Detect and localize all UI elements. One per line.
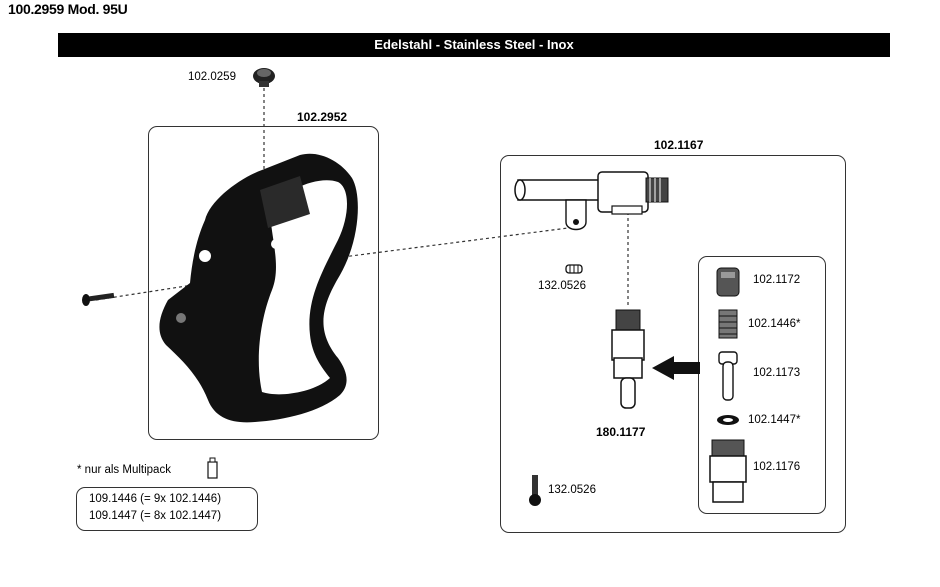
valve-insert-icon xyxy=(611,309,645,409)
multipack-note: * nur als Multipack xyxy=(77,464,171,476)
label-valve-assembly: 102.1167 xyxy=(654,138,704,152)
label-body: 102.1176 xyxy=(753,461,801,473)
nut-icon xyxy=(716,267,740,297)
label-screw-bottom: 132.0526 xyxy=(548,484,596,496)
page-title: 100.2959 Mod. 95U xyxy=(8,1,128,17)
legend-line-2: 109.1447 (= 8x 102.1447) xyxy=(89,510,222,522)
bottom-screw-icon xyxy=(529,475,541,506)
label-pin: 102.1173 xyxy=(753,367,801,379)
label-bowl: 102.2952 xyxy=(297,110,348,124)
pin-icon xyxy=(718,351,738,401)
label-cap-top: 102.0259 xyxy=(188,71,236,83)
arrow-left-icon xyxy=(652,356,700,380)
multipack-icon xyxy=(207,457,218,479)
cap-icon xyxy=(253,68,275,87)
label-valve-insert: 180.1177 xyxy=(596,425,646,439)
label-oring: 102.1447* xyxy=(748,414,801,426)
side-screw-icon xyxy=(82,292,115,306)
valve-pipe-icon xyxy=(514,171,669,231)
valve-frame xyxy=(500,155,846,533)
spring-icon xyxy=(718,309,738,339)
material-banner: Edelstahl - Stainless Steel - Inox xyxy=(58,33,890,57)
label-nut: 102.1172 xyxy=(753,274,801,286)
legend-line-1: 109.1446 (= 9x 102.1446) xyxy=(89,493,222,505)
valve-body-icon xyxy=(709,439,747,503)
multipack-legend: 109.1446 (= 9x 102.1446) 109.1447 (= 8x … xyxy=(76,487,258,531)
label-spring: 102.1446* xyxy=(748,318,801,330)
oring-icon xyxy=(717,415,739,425)
urinal-bowl-icon xyxy=(159,153,358,423)
valve-detail-frame xyxy=(698,256,826,514)
label-screw-small: 132.0526 xyxy=(538,280,586,292)
small-screw-icon xyxy=(565,264,583,274)
